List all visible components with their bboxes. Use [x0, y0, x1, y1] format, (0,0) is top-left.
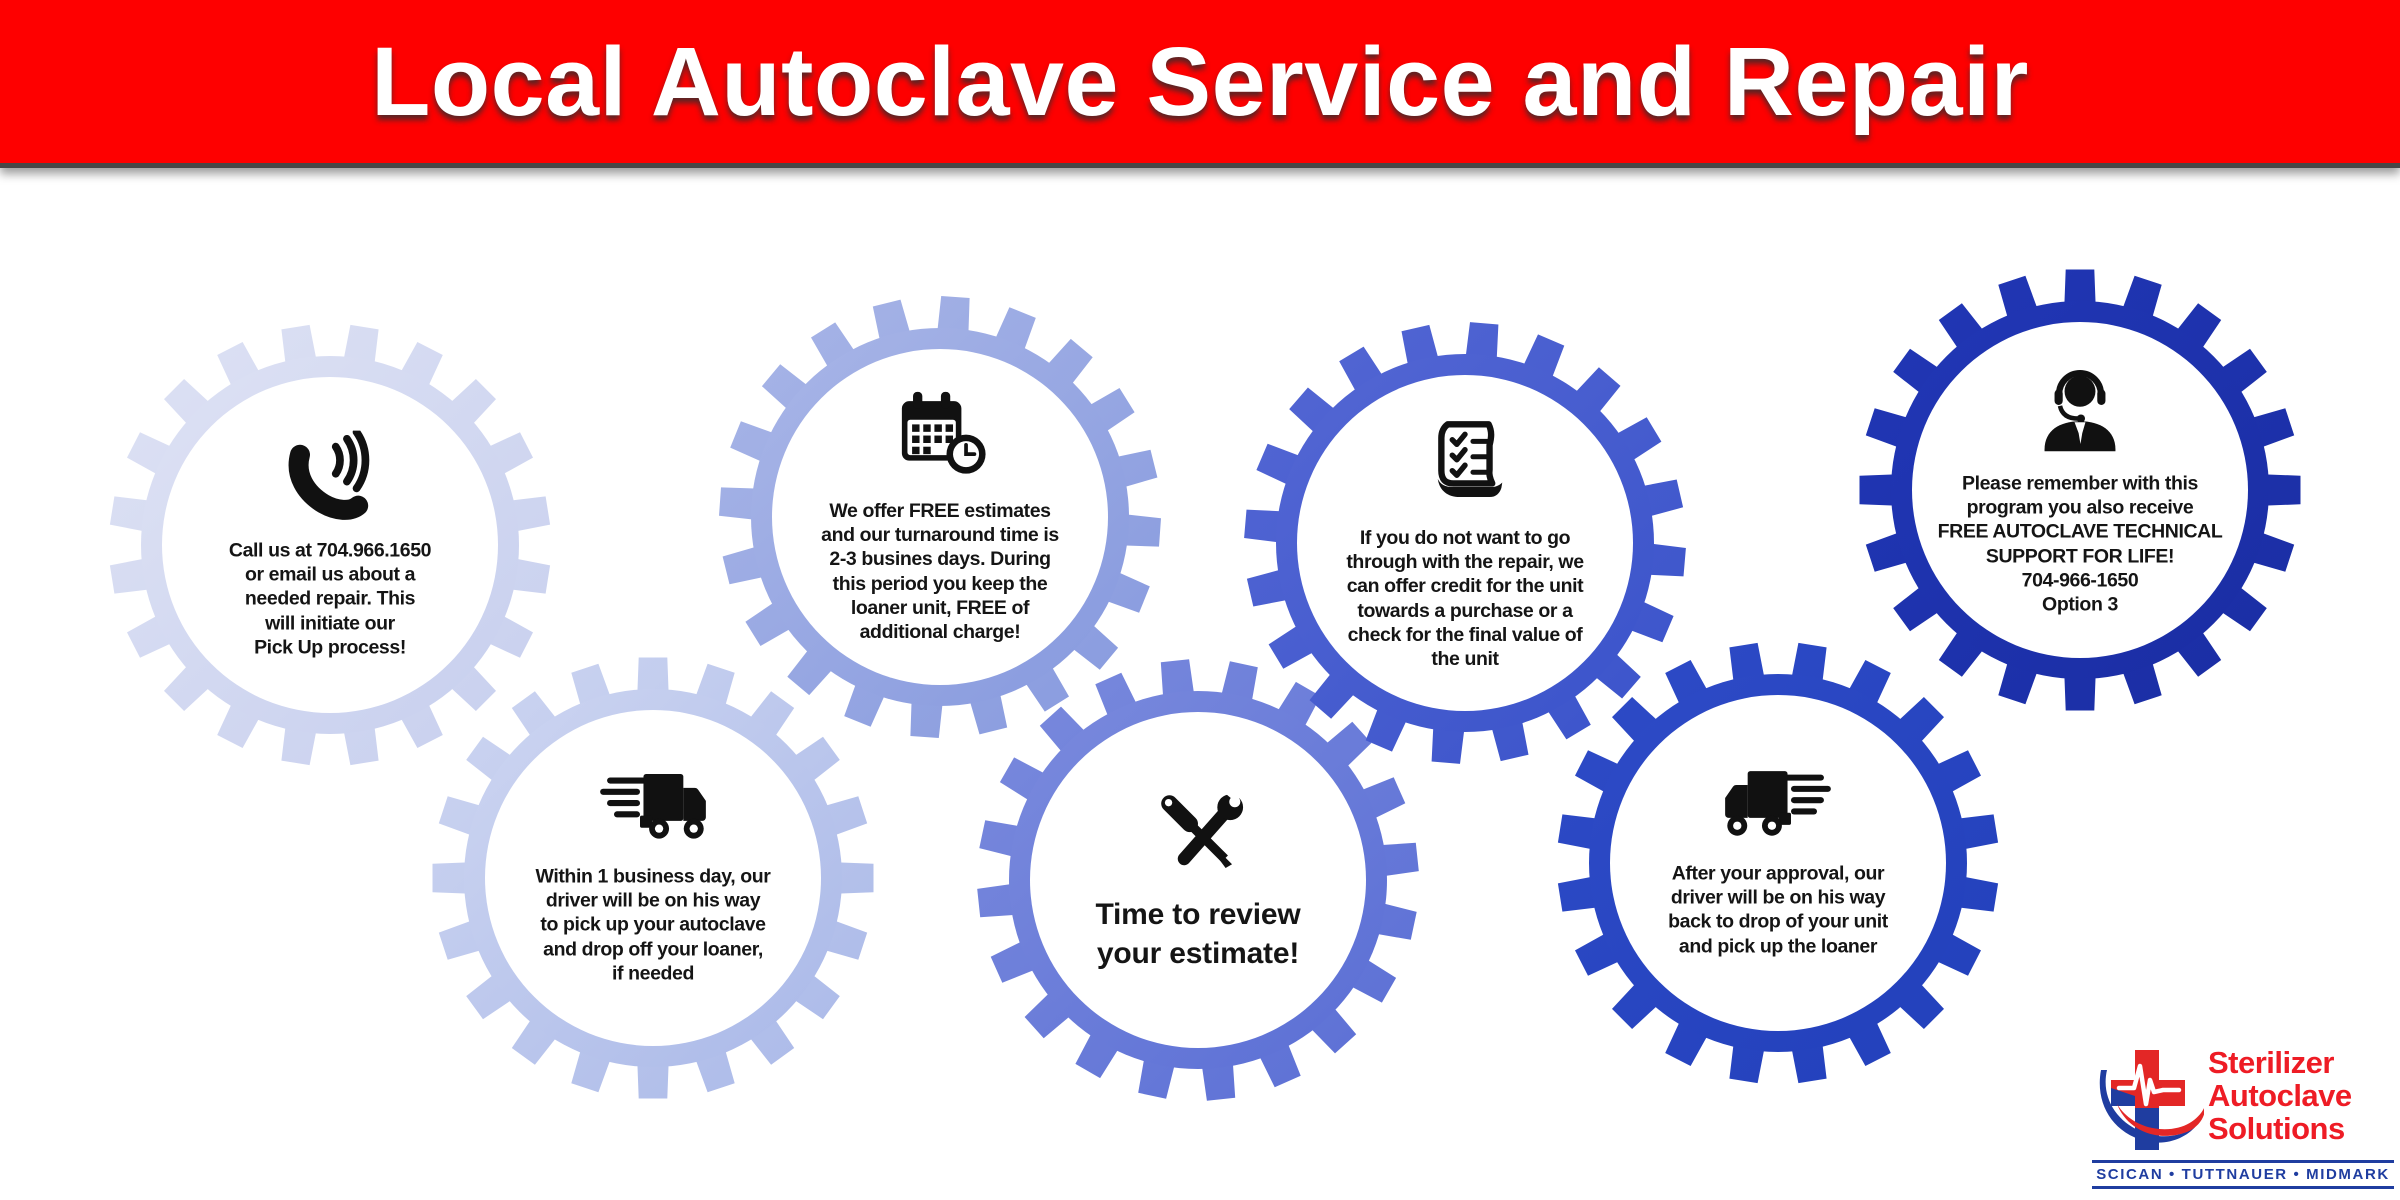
page-title: Local Autoclave Service and Repair — [371, 26, 2029, 136]
gear-step-2: Within 1 business day, our driver will b… — [428, 653, 878, 1103]
medical-cross-swoosh-icon — [2099, 1050, 2204, 1150]
gear-content: Time to review your estimate! — [1028, 787, 1368, 973]
gear-ring — [977, 659, 1419, 1101]
gear-content: Within 1 business day, our driver will b… — [483, 771, 823, 986]
gear-ring — [109, 324, 551, 766]
tools-icon — [1147, 787, 1249, 879]
calendar-clock-icon — [887, 390, 993, 483]
gear-step-6: After your approval, our driver will be … — [1553, 638, 2003, 1088]
logo-wordmark: Sterilizer Autoclave Solutions — [2208, 1044, 2352, 1145]
gear-step-5: If you do not want to go through with th… — [1240, 318, 1690, 768]
logo-word-solutions: Solutions — [2208, 1111, 2345, 1146]
logo-brands-line: SCICAN • TUTTNAUER • MIDMARK — [2092, 1160, 2394, 1189]
step-text: Time to review your estimate! — [1095, 898, 1301, 970]
step-text: Within 1 business day, our driver will b… — [535, 865, 771, 985]
company-logo: Sterilizer Autoclave Solutions SCICAN • … — [2092, 1044, 2394, 1189]
logo-row: Sterilizer Autoclave Solutions — [2092, 1044, 2394, 1156]
gear-content: If you do not want to go through with th… — [1295, 415, 1635, 671]
title-banner: Local Autoclave Service and Repair — [0, 0, 2400, 168]
delivery-truck-icon — [583, 771, 723, 849]
step-text: Please remember with this program you al… — [1937, 472, 2223, 616]
gear-ring — [432, 657, 874, 1099]
gear-step-7: Please remember with this program you al… — [1855, 265, 2305, 715]
step-text: If you do not want to go through with th… — [1346, 526, 1584, 670]
gear-ring — [719, 296, 1161, 738]
support-agent-icon — [2030, 363, 2130, 455]
step-text: After your approval, our driver will be … — [1668, 862, 1888, 958]
gear-ring — [1244, 322, 1686, 764]
phone-icon — [280, 430, 380, 523]
gear-ring — [1557, 642, 1999, 1084]
step-text: We offer FREE estimates and our turnarou… — [821, 499, 1059, 643]
gear-step-4: Time to review your estimate! — [973, 655, 1423, 1105]
gear-content: Please remember with this program you al… — [1910, 363, 2250, 616]
logo-word-autoclave: Autoclave — [2208, 1078, 2352, 1113]
delivery-truck-return-icon — [1708, 768, 1848, 846]
gear-content: Call us at 704.966.1650 or email us abou… — [160, 430, 500, 660]
gear-ring — [1859, 269, 2301, 711]
step-text: Call us at 704.966.1650 or email us abou… — [228, 539, 432, 659]
checklist-icon — [1415, 415, 1515, 510]
gear-step-3: We offer FREE estimates and our turnarou… — [715, 292, 1165, 742]
gear-content: We offer FREE estimates and our turnarou… — [770, 390, 1110, 644]
gear-step-1: Call us at 704.966.1650 or email us abou… — [105, 320, 555, 770]
logo-word-sterilizer: Sterilizer — [2208, 1045, 2334, 1080]
gear-content: After your approval, our driver will be … — [1608, 768, 1948, 959]
